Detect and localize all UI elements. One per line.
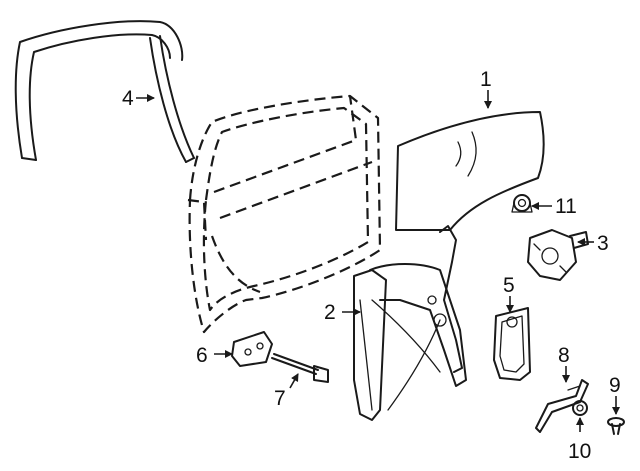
push-pin-part: [607, 417, 625, 435]
window-motor-part: [527, 229, 589, 281]
door-glass-part: [395, 111, 545, 231]
callout-9: 9: [609, 374, 621, 397]
callout-2: 2: [324, 301, 336, 324]
callout-4: 4: [122, 87, 134, 110]
grommet-part: [511, 194, 533, 213]
bolt-part: [271, 353, 329, 383]
callout-6: 6: [196, 344, 208, 367]
callout-5: 5: [503, 274, 515, 297]
callout-7: 7: [274, 387, 286, 410]
weatherstrip-part: [14, 20, 195, 163]
callout-1: 1: [480, 68, 492, 91]
window-regulator-part: [353, 225, 467, 421]
access-seal-part: [493, 307, 531, 381]
leader-lines: [136, 90, 620, 432]
callout-labels: 1 2 3 4 5 6 7 8 9 10 11: [122, 68, 621, 463]
leader-7: [289, 373, 299, 389]
nut-part: [572, 400, 588, 416]
callout-10: 10: [568, 440, 591, 463]
callout-3: 3: [597, 232, 609, 255]
callout-11: 11: [555, 195, 577, 218]
door-shell-outline: [187, 94, 382, 334]
check-bracket-part: [231, 331, 273, 367]
wiring-strap-part: [535, 379, 589, 433]
callout-8: 8: [558, 344, 570, 367]
